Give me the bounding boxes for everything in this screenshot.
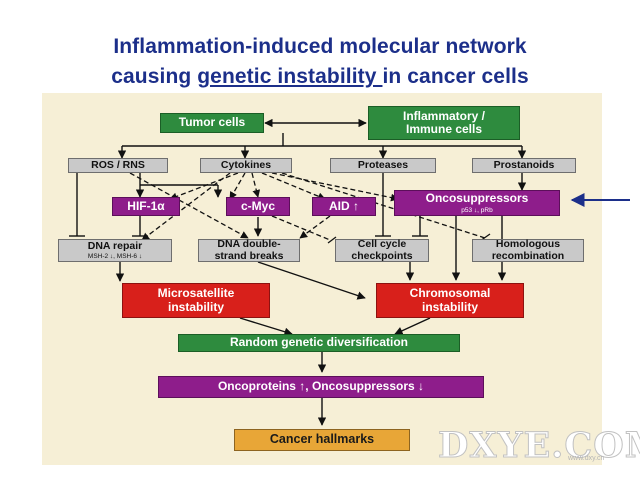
node-dna-repair: DNA repair MSH-2 ↓, MSH-6 ↓ — [58, 239, 172, 262]
watermark-url: www.dxy.cn — [568, 455, 605, 462]
dna-repair-sublabel: MSH-2 ↓, MSH-6 ↓ — [87, 253, 143, 261]
node-homologous-recombination: Homologous recombination — [472, 238, 584, 262]
title-underlined-phrase: genetic instability — [197, 65, 383, 88]
node-proteases: Proteases — [330, 158, 436, 173]
node-random-genetic-diversification: Random genetic diversification — [178, 334, 460, 352]
node-oncoproteins-oncosuppressors: Oncoproteins ↑, Oncosuppressors ↓ — [158, 376, 484, 398]
oncosuppressors-label: Oncosuppressors — [425, 191, 529, 206]
watermark: DXYE.COM — [437, 425, 640, 467]
title-line-1: Inflammation-induced molecular network — [113, 35, 527, 58]
node-cell-cycle-checkpoints: Cell cycle checkpoints — [335, 238, 429, 262]
node-hif-1a: HIF-1α — [112, 197, 180, 216]
dna-repair-label: DNA repair — [87, 239, 143, 252]
node-c-myc: c-Myc — [226, 197, 290, 216]
node-dna-double-strand-breaks: DNA double-strand breaks — [198, 238, 300, 262]
node-cancer-hallmarks: Cancer hallmarks — [234, 429, 410, 451]
title-line-2-end: in cancer cells — [382, 65, 529, 88]
node-ros-rns: ROS / RNS — [68, 158, 168, 173]
title-line-2: causing genetic instability in cancer ce… — [0, 65, 640, 89]
node-oncosuppressors: Oncosuppressors p53 ↓, pRb — [394, 190, 560, 216]
title-line-2-start: causing — [111, 65, 198, 88]
node-aid: AID ↑ — [312, 197, 376, 216]
node-inflammatory-immune-cells: Inflammatory / Immune cells — [368, 106, 520, 140]
node-chromosomal-instability: Chromosomal instability — [376, 283, 524, 318]
node-prostanoids: Prostanoids — [472, 158, 576, 173]
node-tumor-cells: Tumor cells — [160, 113, 264, 133]
oncosuppressors-sublabel: p53 ↓, pRb — [461, 206, 493, 214]
node-microsatellite-instability: Microsatellite instability — [122, 283, 270, 318]
node-cytokines: Cytokines — [200, 158, 292, 173]
